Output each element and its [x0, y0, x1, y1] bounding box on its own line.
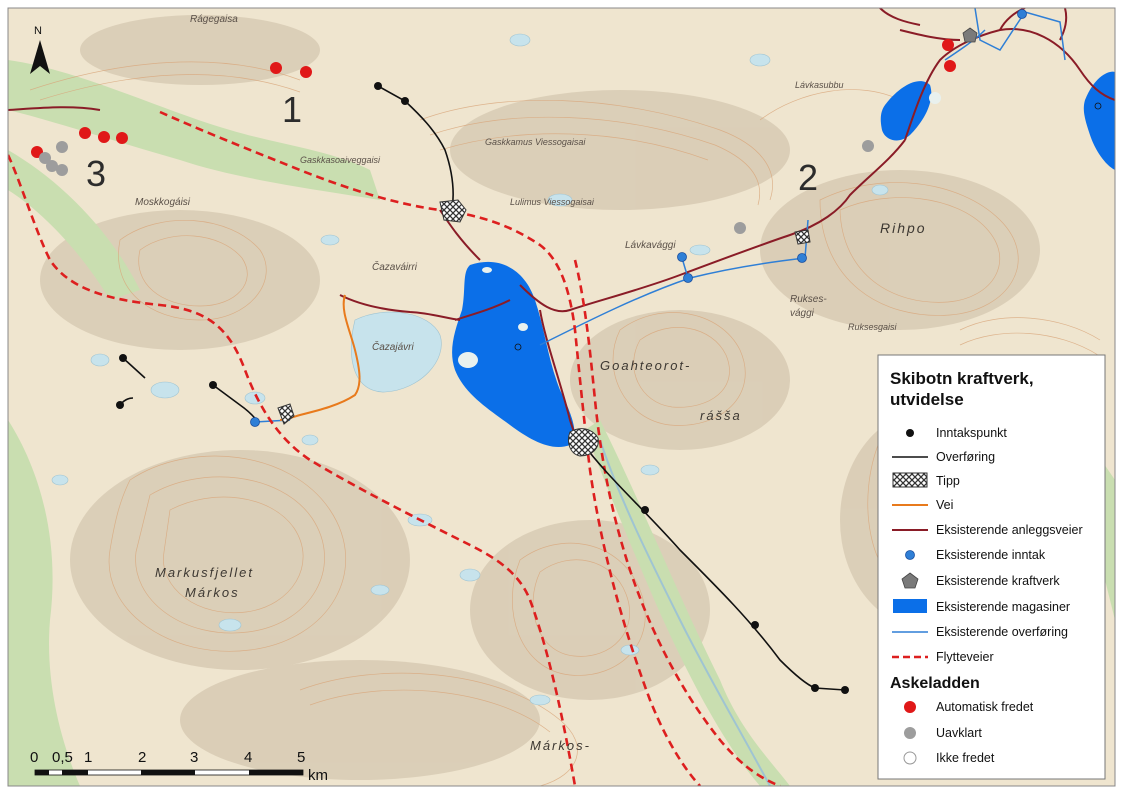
legend-label-road: Vei — [936, 498, 953, 512]
power-plant-reservoir-marker — [1094, 102, 1102, 110]
scale-label-0-5: 0,5 — [52, 749, 73, 766]
place-ruksesgaisi: Ruksesgaisi — [848, 322, 898, 332]
reservoir-islands — [458, 92, 941, 368]
legend-symbol-deposit — [892, 472, 928, 488]
legend-label-reservoir: Eksisterende magasiner — [936, 600, 1070, 614]
scale-label-4: 4 — [244, 749, 252, 766]
place-gaskkasoaiveggaisi: Gaskkasoaiveggaisi — [300, 155, 381, 165]
place-rukses-2: vággi — [790, 308, 815, 319]
heritage-sites-unclear[interactable] — [39, 140, 874, 234]
scale-label-3: 3 — [190, 749, 198, 766]
area-number-1: 1 — [282, 89, 302, 130]
scale-label-5: 5 — [297, 749, 305, 766]
place-rukses-1: Rukses- — [790, 294, 827, 305]
small-lakes — [51, 33, 950, 706]
intake-points[interactable] — [116, 82, 849, 694]
legend-label-protected: Automatisk fredet — [936, 700, 1034, 714]
scale-label-2: 2 — [138, 749, 146, 766]
place-gaskkamus: Gaskkamus Viessogaisai — [485, 137, 586, 147]
legend-label-existing-intake: Eksisterende inntak — [936, 548, 1046, 562]
scale-bar: 0 0,5 1 2 3 4 5 km — [30, 749, 328, 784]
north-label: N — [34, 25, 42, 37]
power-plant-reservoir-marker-2 — [514, 343, 522, 351]
north-arrow-icon: N — [30, 25, 50, 74]
river — [599, 439, 771, 786]
place-rassa: rášša — [700, 408, 742, 423]
power-plant-icon[interactable] — [962, 27, 978, 43]
place-moskkogaisi: Moskkogáisi — [135, 197, 191, 208]
legend-label-transfer: Overføring — [936, 450, 995, 464]
migration-routes[interactable] — [8, 110, 781, 786]
place-lavkavaggi: Lávkavággi — [625, 240, 676, 251]
place-goahteorot: Goahteorot- — [600, 358, 691, 373]
area-number-3: 3 — [86, 153, 106, 194]
place-markos2: Márkos- — [530, 738, 591, 753]
legend-label-existing-transfer: Eksisterende overføring — [936, 625, 1068, 639]
legend-title-line1: Skibotn kraftverk, — [890, 369, 1034, 388]
legend-symbol-unclear — [904, 727, 916, 739]
hill-shading — [40, 15, 1040, 780]
area-number-2: 2 — [798, 157, 818, 198]
place-rihpo: Rihpo — [880, 220, 927, 236]
legend: Skibotn kraftverk, utvidelse Inntakspunk… — [877, 354, 1106, 780]
legend-label-deposit: Tipp — [936, 474, 960, 488]
place-lulimus: Lulimus Viessogaisai — [510, 197, 595, 207]
scale-unit: km — [308, 767, 328, 784]
map-frame — [7, 7, 1116, 787]
scale-label-1: 1 — [84, 749, 92, 766]
legend-label-unclear: Uavklart — [936, 726, 982, 740]
place-cazavarri: Čazaváirri — [372, 260, 418, 273]
place-lavkasubbu: Lávkasubbu — [795, 80, 844, 90]
legend-symbol-existing-intake — [905, 550, 915, 560]
place-markusfjellet: Markusfjellet — [155, 565, 254, 580]
scale-label-0: 0 — [30, 749, 38, 766]
place-cazajavri: Čazajávri — [372, 340, 414, 353]
legend-label-power-plant: Eksisterende kraftverk — [936, 574, 1060, 588]
planned-transfers[interactable] — [119, 85, 846, 691]
legend-symbol-reservoir — [893, 599, 927, 613]
legend-title-line2: utvidelse — [890, 390, 964, 409]
place-markos: Márkos — [185, 585, 240, 600]
legend-label-existing-road: Eksisterende anleggsveier — [936, 523, 1083, 537]
legend-label-not-protected: Ikke fredet — [936, 751, 995, 765]
legend-symbol-intake — [906, 429, 914, 437]
place-ragegaisa: Rágegaisa — [190, 14, 238, 25]
legend-subtitle: Askeladden — [890, 675, 980, 692]
legend-label-intake: Inntakspunkt — [936, 426, 1007, 440]
legend-label-migration: Flytteveier — [936, 650, 994, 664]
existing-intakes[interactable] — [250, 9, 1027, 427]
legend-symbol-not-protected — [903, 751, 917, 765]
place-names: Rágegaisa Gaskkasoaiveggaisi Gaskkamus V… — [135, 14, 927, 753]
deposit-areas[interactable] — [277, 199, 811, 457]
legend-symbol-protected — [904, 701, 916, 713]
legend-symbol-power-plant — [901, 572, 919, 589]
